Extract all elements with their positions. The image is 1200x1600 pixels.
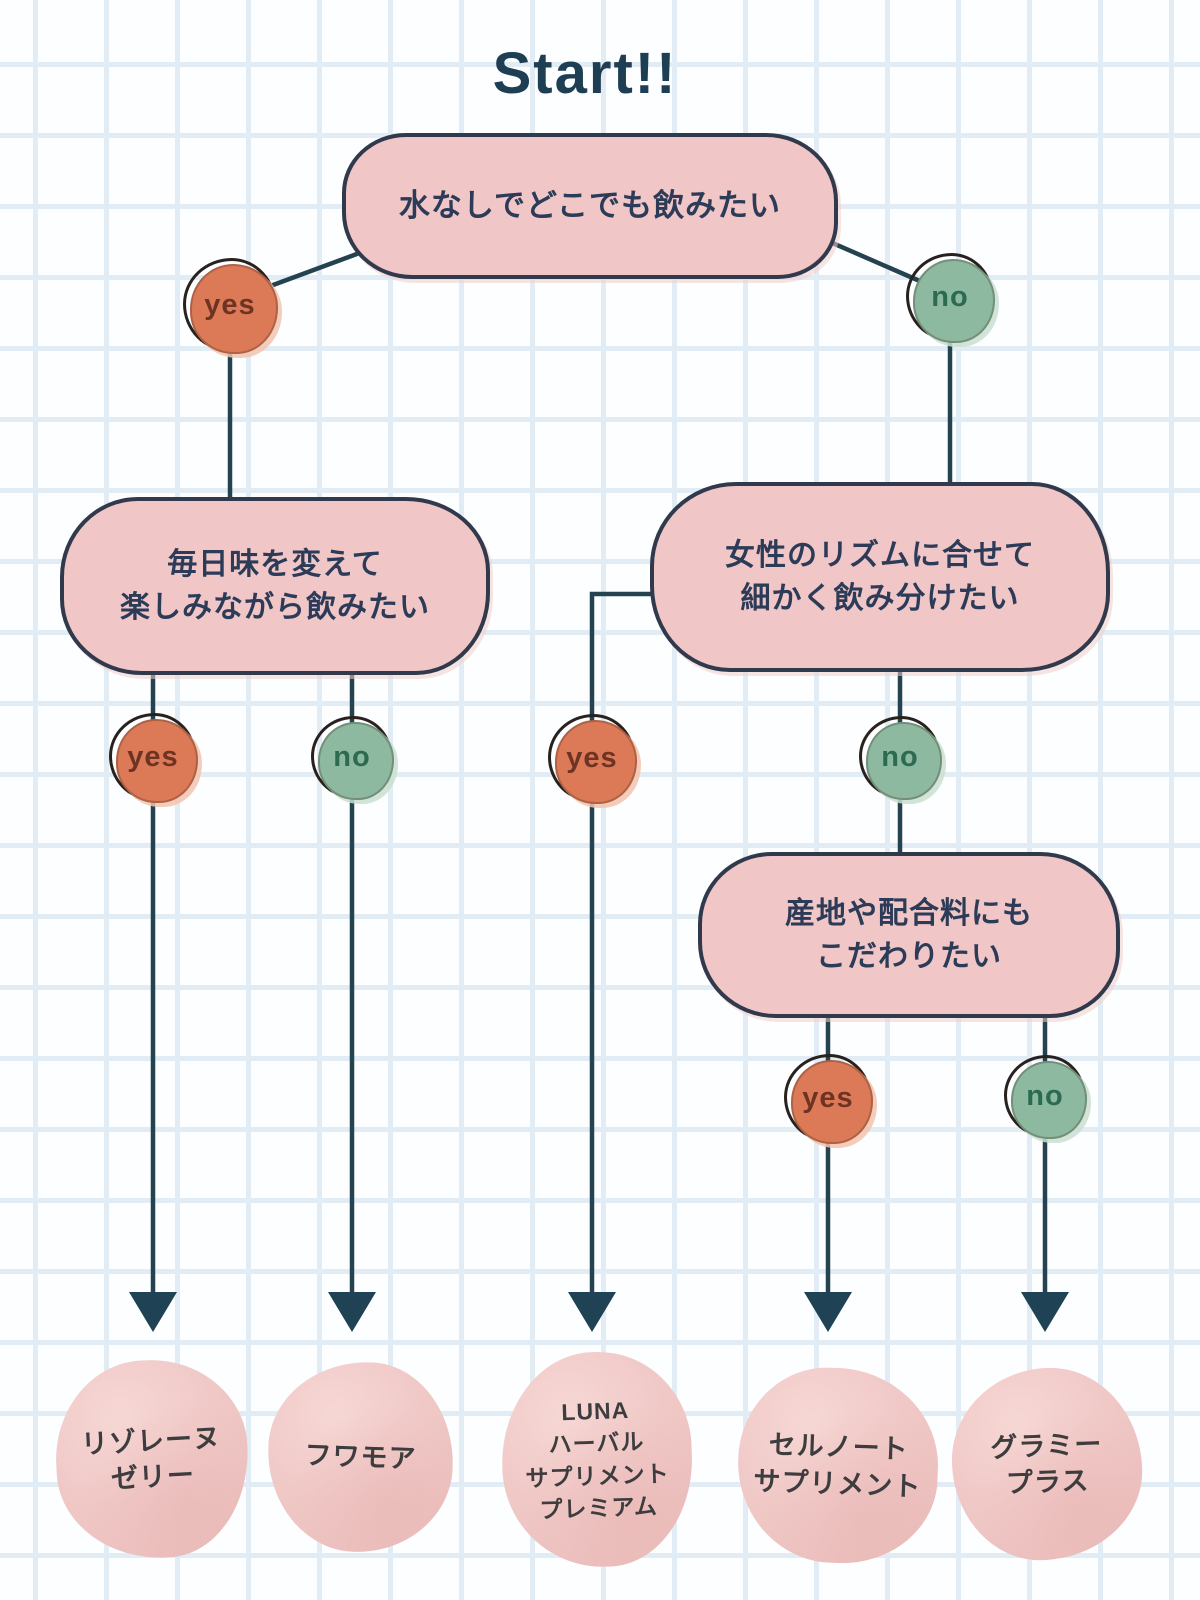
yes-label: yes bbox=[204, 288, 256, 321]
question-text: 楽しみながら飲みたい bbox=[120, 591, 430, 624]
badge-fill bbox=[1011, 1061, 1087, 1139]
start-title: Start!! bbox=[492, 41, 678, 106]
arrow-down-icon bbox=[1021, 1292, 1069, 1332]
connector-line-elbow bbox=[589, 591, 661, 723]
result-text: セルノート bbox=[768, 1429, 910, 1465]
no-badge-q3: no bbox=[859, 716, 942, 800]
badge-fill bbox=[318, 722, 394, 800]
no-badge-q4: no bbox=[1004, 1055, 1087, 1139]
question-text: こだわりたい bbox=[816, 940, 1002, 973]
result-text: グラミー bbox=[989, 1428, 1103, 1463]
no-badge-q1: no bbox=[906, 253, 995, 343]
question-text: 産地や配合料にも bbox=[785, 896, 1033, 930]
result-text: サプリメント bbox=[525, 1459, 670, 1491]
result-text: LUNA bbox=[560, 1396, 630, 1426]
badge-fill bbox=[116, 719, 198, 803]
no-label: no bbox=[881, 740, 919, 773]
result-text: プラス bbox=[1005, 1465, 1090, 1499]
no-badge-q2: no bbox=[311, 716, 394, 800]
result-text: プレミアム bbox=[539, 1492, 659, 1523]
result-text: サプリメント bbox=[752, 1465, 922, 1502]
question-text: 女性のリズムに合せて bbox=[725, 538, 1035, 572]
badge-fill bbox=[190, 264, 278, 354]
question-bubble-4: 産地や配合料にも こだわりたい bbox=[698, 852, 1120, 1018]
result-text: ハーバル bbox=[548, 1428, 645, 1458]
badge-fill bbox=[555, 720, 637, 804]
yes-label: yes bbox=[127, 740, 179, 773]
arrow-down-icon bbox=[129, 1292, 177, 1332]
yes-badge-q2: yes bbox=[109, 713, 198, 803]
question-text: 水なしでどこでも飲みたい bbox=[398, 187, 782, 223]
yes-badge-q4: yes bbox=[784, 1054, 873, 1144]
no-label: no bbox=[931, 280, 969, 313]
yes-badge-q1: yes bbox=[183, 258, 278, 354]
question-text: 毎日味を変えて bbox=[167, 547, 383, 581]
arrow-down-icon bbox=[804, 1292, 852, 1332]
result-text: ゼリー bbox=[110, 1459, 196, 1495]
badge-fill bbox=[791, 1060, 873, 1144]
question-bubble-3: 女性のリズムに合せて 細かく飲み分けたい bbox=[650, 482, 1110, 672]
arrow-down-icon bbox=[568, 1292, 616, 1332]
question-bubble-1: 水なしでどこでも飲みたい bbox=[342, 133, 838, 279]
question-text: 細かく飲み分けたい bbox=[740, 582, 1020, 615]
question-bubble-2: 毎日味を変えて 楽しみながら飲みたい bbox=[60, 497, 490, 675]
no-label: no bbox=[333, 740, 371, 773]
result-text: フワモア bbox=[304, 1439, 417, 1474]
badge-fill bbox=[913, 259, 995, 343]
result-text: リゾレーヌ bbox=[80, 1421, 222, 1460]
yes-label: yes bbox=[566, 741, 618, 774]
yes-label: yes bbox=[802, 1081, 854, 1114]
no-label: no bbox=[1026, 1079, 1064, 1112]
arrow-down-icon bbox=[328, 1292, 376, 1332]
badge-fill bbox=[866, 722, 942, 800]
yes-badge-q3: yes bbox=[548, 714, 637, 804]
